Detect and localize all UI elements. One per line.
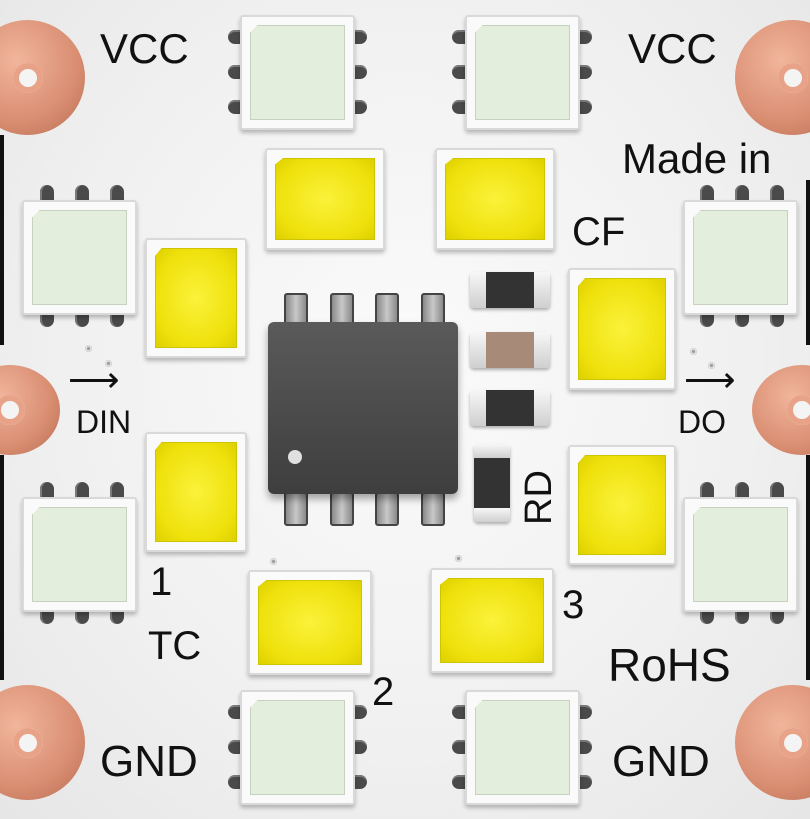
- edge-trace-left: [0, 135, 4, 345]
- led-white-top-right: [465, 15, 580, 130]
- led-yellow-left-lower: [145, 432, 247, 552]
- led-white-bottom-right: [465, 690, 580, 805]
- via: [270, 558, 277, 565]
- led-white-right-upper: [683, 200, 798, 315]
- pad-do: [752, 365, 810, 455]
- pad-din: [0, 365, 60, 455]
- pad-top-right: [735, 20, 810, 135]
- led-white-bottom-left: [240, 690, 355, 805]
- edge-trace-right-lower: [806, 455, 810, 680]
- chip-pin: [284, 293, 308, 327]
- pad-bottom-right: [735, 685, 810, 800]
- via: [708, 362, 715, 369]
- capacitor-middle: [470, 332, 550, 368]
- label-din: DIN: [76, 404, 132, 440]
- label-do: DO: [678, 404, 726, 440]
- chip-pin: [284, 492, 308, 526]
- label-vcc-left: VCC: [100, 25, 189, 72]
- resistor-vertical: [474, 444, 510, 522]
- right-arrow-icon: ⟶: [68, 359, 120, 400]
- pin1-marker: [288, 450, 302, 464]
- led-yellow-bottom-left: [248, 570, 372, 675]
- label-3: 3: [562, 583, 585, 627]
- led-yellow-top-right: [435, 148, 555, 250]
- via: [105, 360, 112, 367]
- label-tc: TC: [148, 624, 202, 668]
- led-yellow-right-upper: [568, 268, 676, 390]
- led-yellow-left-upper: [145, 238, 247, 358]
- chip-pin: [375, 492, 399, 526]
- label-made-in: Made in: [622, 135, 772, 182]
- via: [455, 555, 462, 562]
- resistor-top: [470, 272, 550, 308]
- chip-pin: [330, 492, 354, 526]
- led-yellow-bottom-right: [430, 568, 554, 673]
- label-cf: CF: [572, 210, 626, 254]
- label-vcc-right: VCC: [628, 25, 717, 72]
- via: [690, 348, 697, 355]
- edge-trace-left-lower: [0, 455, 4, 680]
- pad-top-left: [0, 20, 85, 135]
- label-rohs: RoHS: [608, 639, 731, 691]
- label-gnd-right: GND: [612, 737, 710, 786]
- chip-pin: [421, 492, 445, 526]
- led-white-left-upper: [22, 200, 137, 315]
- resistor-bottom: [470, 390, 550, 426]
- led-white-top-left: [240, 15, 355, 130]
- edge-trace-right: [806, 180, 810, 345]
- label-gnd-left: GND: [100, 737, 198, 786]
- led-white-right-lower: [683, 497, 798, 612]
- label-2: 2: [372, 670, 395, 714]
- via: [85, 345, 92, 352]
- chip-pin: [330, 293, 354, 327]
- right-arrow-icon: ⟶: [684, 359, 736, 400]
- ic-chip: [268, 322, 458, 494]
- led-yellow-top-left: [265, 148, 385, 250]
- led-white-left-lower: [22, 497, 137, 612]
- pad-bottom-left: [0, 685, 85, 800]
- label-rd: RD: [518, 470, 560, 525]
- led-yellow-right-lower: [568, 445, 676, 565]
- label-1: 1: [150, 560, 173, 604]
